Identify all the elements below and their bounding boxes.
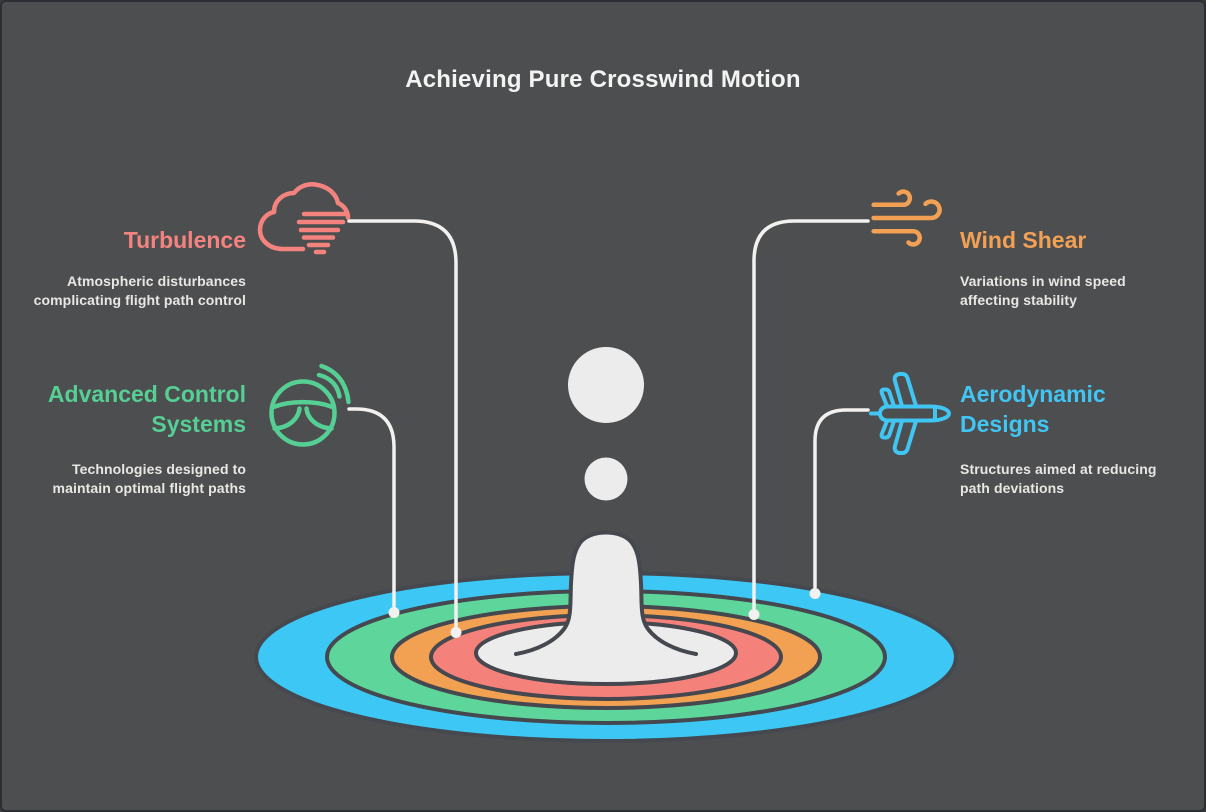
callout-heading-aerodynamic-designs: Aerodynamic Designs [960,381,1106,437]
connector-dot-wind-shear [748,609,760,620]
callout-heading-turbulence: Turbulence [123,227,246,253]
callout-description-wind-shear: Variations in wind speed affecting stabi… [960,273,1126,308]
connector-aerodynamic [813,408,870,589]
connector-turbulence [347,219,458,628]
splash-column-outline [514,530,698,656]
splash-column-fill [512,532,700,668]
wind-gust-icon [871,189,942,247]
callout-description-aerodynamic-designs: Structures aimed at reducing path deviat… [960,461,1157,496]
callout-heading-advanced-control-systems: Advanced Control Systems [47,381,246,437]
airplane-icon [869,372,951,455]
connector-dot-advanced-control [388,607,400,618]
connector-lines [347,219,870,638]
callout-heading-wind-shear: Wind Shear [960,227,1087,253]
callout-description-advanced-control-systems: Technologies designed to maintain optima… [52,461,246,496]
connector-dot-aerodynamic [809,588,821,599]
connector-wind-shear [752,219,870,610]
splash-column [512,530,700,668]
droplet-large [568,347,644,423]
connector-advanced-control [347,407,396,608]
storm-cloud-icon [257,182,351,255]
page-title: Achieving Pure Crosswind Motion [405,66,801,93]
connector-dot-turbulence [450,627,462,638]
droplet-small [584,457,628,501]
steering-wheel-icon [269,363,351,447]
callout-description-turbulence: Atmospheric disturbances complicating fl… [33,273,246,308]
